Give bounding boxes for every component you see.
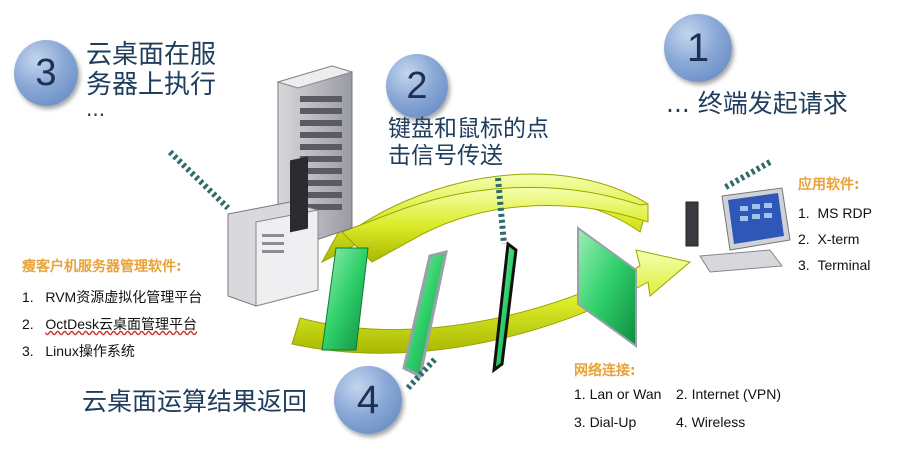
network-item: 3. Dial-Up <box>574 414 637 430</box>
step-3-line-1: 云桌面在服 <box>86 40 217 70</box>
network-panel-3 <box>492 241 518 374</box>
network-item: 1. Lan or Wan <box>574 386 662 402</box>
app-software-list: 1. MS RDP 2. X-term 3. Terminal <box>798 200 872 278</box>
network-panel-2 <box>402 249 448 379</box>
app-software-item: 2. X-term <box>798 231 860 247</box>
connector-step1 <box>722 159 772 191</box>
network-title: 网络连接: <box>574 363 636 379</box>
step-3-bubble: 3 <box>14 40 78 106</box>
thin-client-software-item: 1. RVM资源虚拟化管理平台 <box>22 289 203 305</box>
step-2-number: 2 <box>406 65 428 107</box>
connector-step4 <box>405 355 439 391</box>
step-1-bubble: 1 <box>664 14 732 82</box>
network-panel-1 <box>321 247 369 351</box>
request-arrow-body <box>341 186 649 263</box>
thin-client-software-title: 瘦客户机服务器管理软件: <box>22 259 182 275</box>
step-4-label: 云桌面运算结果返回 <box>82 387 308 416</box>
thin-client-software-item: 2. OctDesk云桌面管理平台 <box>22 316 198 332</box>
step-2-line-1: 键盘和鼠标的点 <box>388 116 549 142</box>
step-2-bubble: 2 <box>386 54 448 118</box>
connector-step3 <box>167 149 231 211</box>
app-software-title: 应用软件: <box>798 177 860 193</box>
thin-client-software-list: 1. RVM资源虚拟化管理平台 2. OctDesk云桌面管理平台 3. Lin… <box>22 284 202 365</box>
step-2-label: 键盘和鼠标的点 击信号传送 <box>388 116 549 170</box>
step-3-line-3: ... <box>86 97 106 121</box>
step-4-number: 4 <box>356 378 380 422</box>
step-3-number: 3 <box>35 52 57 94</box>
step-1-label: ... 终端发起请求 <box>666 89 848 118</box>
app-software-item: 1. MS RDP <box>798 205 872 221</box>
connector-step2 <box>495 177 507 245</box>
step-4-bubble: 4 <box>334 366 402 434</box>
app-software-item: 3. Terminal <box>798 257 871 273</box>
step-3-label: 云桌面在服 务器上执行 ... <box>86 40 217 121</box>
network-item: 4. Wireless <box>676 414 746 430</box>
server-tower-icon <box>227 156 319 307</box>
thin-client-computer-icon <box>685 187 791 273</box>
step-1-number: 1 <box>686 26 710 70</box>
step-3-line-2: 务器上执行 <box>86 70 217 100</box>
network-panel-4 <box>577 226 637 348</box>
step-2-line-2: 击信号传送 <box>388 143 503 169</box>
thin-client-software-item: 3. Linux操作系统 <box>22 343 135 359</box>
network-item: 2. Internet (VPN) <box>676 386 782 402</box>
